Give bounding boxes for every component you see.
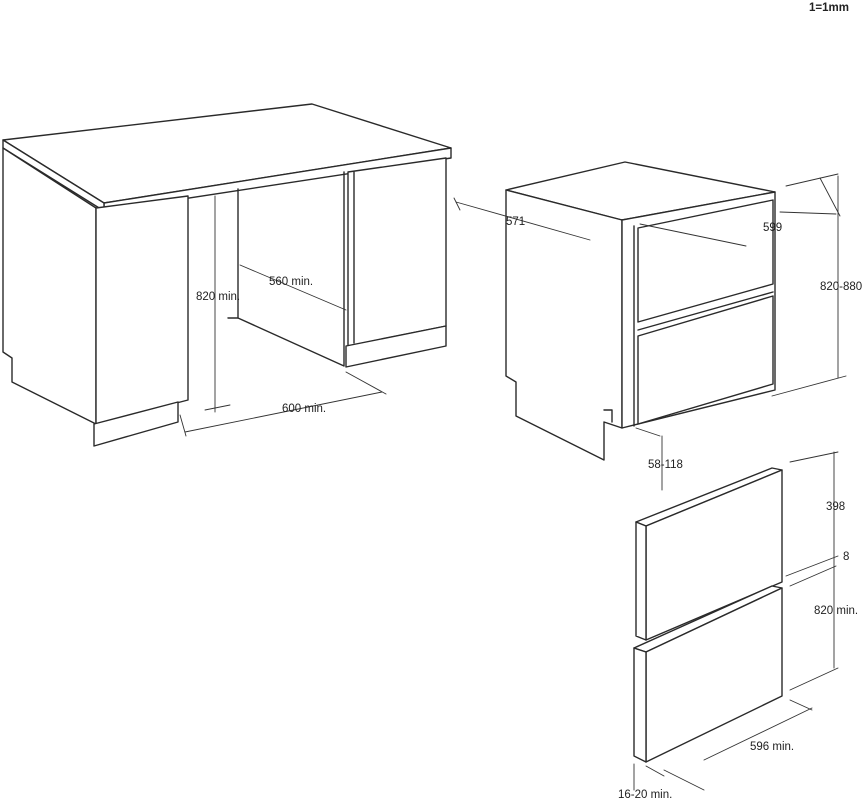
niche-depth-label: 600 min. [282, 403, 326, 415]
appliance-width-label: 599 [763, 222, 782, 234]
appliance-depth-label: 571 [506, 216, 525, 228]
lower-door-panel-side [633, 647, 647, 763]
kitchen-cabinet-niche: 820 min. 560 min. 600 min. [2, 103, 452, 447]
right-cabinet-front [347, 157, 447, 347]
niche-width-label: 560 min. [269, 276, 313, 288]
appliance-height-label: 820-880 [820, 281, 862, 293]
appliance-side [505, 189, 623, 461]
panel-thickness-label: 16-20 min. [618, 789, 672, 800]
top-panel-height-label: 398 [826, 501, 845, 513]
bottom-panel-height-label: 820 min. [814, 605, 858, 617]
upper-door-panel-side [635, 521, 647, 641]
appliance-unit: 571 599 820-880 58-118 [453, 161, 862, 491]
panel-gap-label: 8 [843, 551, 849, 563]
niche-height-label: 820 min. [196, 291, 240, 303]
appliance-lower-drawer [637, 295, 774, 425]
panel-width-label: 596 min. [750, 741, 794, 753]
right-cabinet-plinth [345, 325, 447, 368]
left-cabinet-plinth [93, 401, 179, 447]
scale-note: 1=1mm [809, 2, 849, 14]
left-cabinet-front [95, 195, 189, 425]
appliance-plinth-label: 58-118 [648, 459, 683, 471]
door-panels: 398 8 820 min. 596 min. 16-20 min. [618, 451, 858, 800]
